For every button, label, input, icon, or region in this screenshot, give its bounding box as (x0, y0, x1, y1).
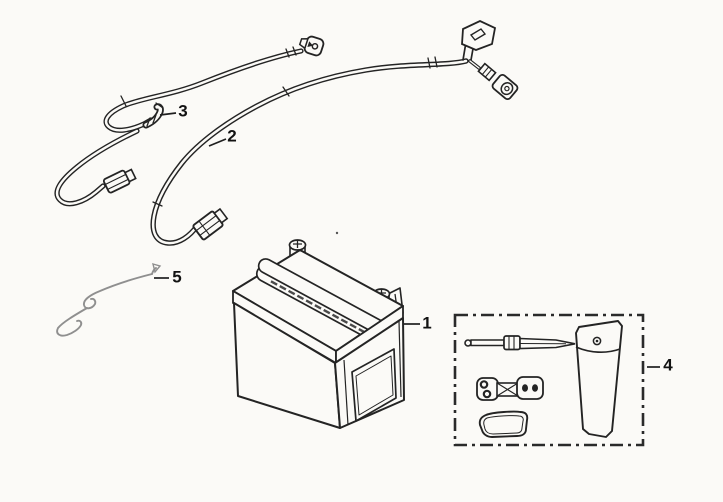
cable2-sleeve-marks (152, 56, 438, 207)
cable3-ring-terminal (298, 35, 325, 57)
box-wrench (476, 376, 544, 401)
long-battery-cable-illustration (151, 20, 519, 245)
cable3-spade-terminal (102, 168, 137, 194)
cable2-outline (153, 61, 466, 243)
battery-right-face (334, 317, 405, 429)
short-battery-cable-illustration (57, 35, 325, 204)
wire5-end-tab (152, 262, 162, 274)
callout-label-2: 2 (227, 126, 237, 146)
battery-right-edge-line (398, 320, 402, 398)
battery-label-panel-inner (355, 355, 394, 416)
cable2-branch-core (469, 60, 480, 69)
cable2-core (151, 59, 468, 245)
cable2-end-connector (192, 207, 229, 241)
cable3-sleeve-marks (120, 46, 297, 107)
callout-label-1: 1 (422, 313, 432, 333)
battery-illustration (232, 231, 405, 429)
tool-kit-illustration (453, 313, 645, 447)
battery-label-panel (351, 348, 397, 422)
wire5-lower (56, 307, 88, 337)
tool-pouch (575, 320, 623, 438)
cable3-core (104, 49, 303, 132)
handle-grip (478, 410, 529, 438)
cable3-lower-outline (57, 131, 137, 204)
wire5-upper (83, 273, 153, 310)
cable2-bracket (461, 20, 497, 51)
cable2-bracket-slot (469, 28, 487, 41)
cable2-branch-boot (477, 62, 497, 82)
callout-leader-lines (154, 112, 660, 368)
cable3-outline (106, 51, 301, 130)
leader-3 (159, 112, 177, 116)
page-speck (335, 231, 339, 235)
callout-label-4: 4 (663, 355, 673, 375)
battery-corner-line (343, 359, 349, 426)
screwdriver (464, 335, 576, 351)
leader-2 (208, 138, 227, 147)
hold-down-wire-illustration (56, 262, 162, 337)
cable2-socket-terminal (491, 73, 519, 101)
callout-label-3: 3 (178, 101, 188, 121)
wire5-end (151, 267, 157, 275)
battery-embossed-text (270, 280, 367, 334)
cable3-boot-ribs (146, 102, 164, 127)
callout-label-5: 5 (172, 267, 182, 287)
tool-kit-boundary-box (453, 313, 645, 447)
